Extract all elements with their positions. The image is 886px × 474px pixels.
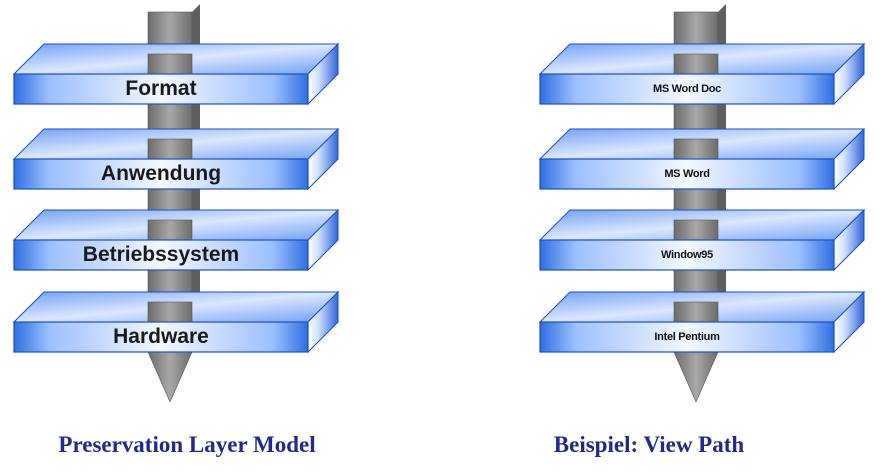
right-slab-front [539, 321, 835, 353]
left-diagram-caption: Preservation Layer Model [58, 432, 316, 457]
right-axis-tip [673, 351, 719, 403]
path-label-ms-word-doc: MS Word Doc [653, 83, 721, 95]
layer-label-betriebssystem: Betriebssystem [82, 243, 240, 266]
left-axis-tip [147, 351, 193, 403]
left-slab-front [13, 73, 309, 105]
right-slab-front [539, 239, 835, 271]
right-slab-front [539, 158, 835, 190]
path-label-ms-word: MS Word [664, 168, 710, 180]
left-slab-front [13, 158, 309, 190]
right-diagram-caption: Beispiel: View Path [553, 432, 745, 457]
left-slab-front [13, 321, 309, 353]
layer-label-hardware: Hardware [113, 325, 209, 348]
layer-label-format: Format [125, 77, 197, 100]
path-label-window95: Window95 [661, 249, 713, 261]
layer-label-anwendung: Anwendung [100, 162, 222, 185]
right-slab-front [539, 73, 835, 105]
left-slab-front [13, 239, 309, 271]
path-label-intel-pentium: Intel Pentium [654, 331, 720, 343]
